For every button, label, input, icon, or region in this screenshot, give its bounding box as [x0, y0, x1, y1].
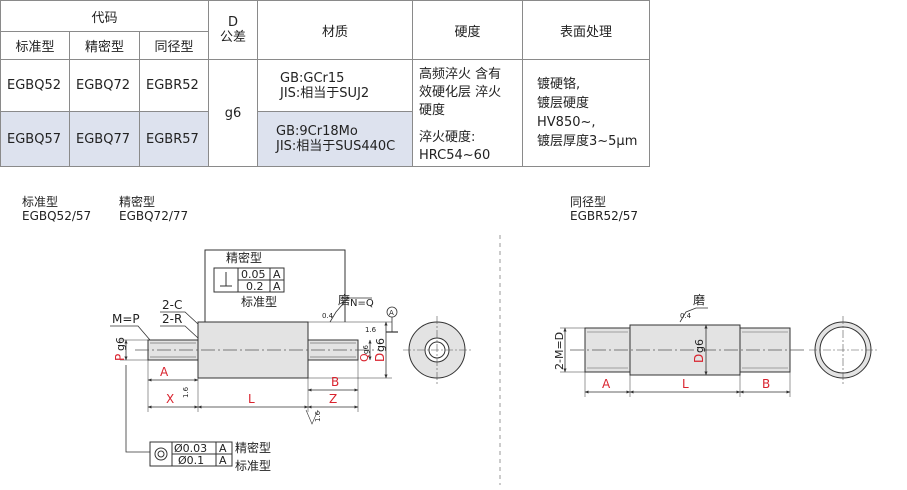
caption-same-dia-title: 同径型 — [570, 195, 607, 209]
roughness-16-left: 1.6 — [182, 386, 190, 398]
perp-datum-1: A — [273, 268, 281, 281]
material-1-gb: GB:GCr15 — [280, 70, 345, 86]
table-row: EGBQ57 EGBQ77 EGBR57 GB:9Cr18Mo JIS:相当于S… — [0, 111, 650, 167]
caption-same-dia-code: EGBR52/57 — [570, 209, 639, 223]
roughness-16-bottom: 1.6 — [314, 410, 322, 422]
dim-z-label: Z — [329, 392, 337, 406]
hardness-line-5: HRC54~60 — [419, 148, 491, 163]
standard-header: 标准型 — [0, 31, 70, 60]
perp-datum-2: A — [273, 280, 281, 293]
conc-datum-2: A — [219, 454, 227, 467]
dim-p-tol: g6 — [114, 337, 127, 351]
dim-x-label: X — [166, 392, 174, 406]
same-dia-header: 同径型 — [139, 31, 209, 60]
precision-header: 精密型 — [69, 31, 140, 60]
conc-value-2: Ø0.1 — [178, 454, 204, 467]
conc-standard-label: 标准型 — [235, 459, 271, 473]
dim-q-tol: g6 — [362, 345, 370, 354]
m-eq-p-label: M=P — [112, 312, 140, 326]
material-2-gb: GB:9Cr18Mo — [276, 124, 358, 139]
n-eq-q-label: N=Q — [350, 298, 374, 309]
caption-standard-code: EGBQ52/57 — [22, 209, 92, 223]
perpendicularity-frame — [204, 249, 346, 322]
caption-same-dia: 同径型 EGBR52/57 — [570, 195, 638, 223]
perp-precision-label: 精密型 — [226, 250, 262, 265]
dim-a-label: A — [160, 365, 169, 379]
chamfer-r-label: 2-R — [162, 312, 182, 326]
concentricity-frame — [149, 441, 233, 467]
hardness-line-1: 高频淬火 含有 — [419, 67, 502, 82]
conc-datum-1: A — [219, 442, 227, 455]
thread-lines-left — [150, 342, 356, 358]
surface-line-3: 镀层厚度3~5μm — [537, 134, 638, 149]
material-1-jis: JIS:相当于SUJ2 — [280, 85, 370, 101]
roughness-04-right: 0.4 — [680, 312, 692, 320]
grind-label-right: 磨 — [693, 293, 705, 307]
d-header-bottom: 公差 — [219, 30, 246, 45]
dim-d-label: D — [373, 353, 387, 362]
material-cell-2: GB:9Cr18Mo JIS:相当于SUS440C — [257, 111, 413, 167]
roughness-04-left: 0.4 — [322, 312, 334, 320]
hardness-line-4: 淬火硬度: — [419, 130, 476, 145]
dim-2m-label: 2-M=D — [553, 332, 566, 370]
surface-line-2: 镀层硬度HV850~, — [537, 96, 596, 130]
chamfer-c-label: 2-C — [162, 298, 182, 312]
caption-standard-title: 标准型 — [22, 195, 59, 209]
datum-a-text: A — [389, 309, 394, 317]
std-code-1: EGBQ52 — [0, 59, 70, 112]
hardness-header: 硬度 — [412, 0, 523, 60]
dim-p-label: P — [113, 354, 127, 361]
dim-q-label: Q — [358, 353, 371, 362]
dim-b-right-label: B — [762, 377, 770, 391]
thread-lines-right — [587, 331, 788, 369]
dim-l-right-label: L — [682, 377, 689, 391]
perp-value-1: 0.05 — [241, 268, 266, 281]
same-code-2: EGBR57 — [139, 111, 209, 167]
prec-code-1: EGBQ72 — [69, 59, 140, 112]
caption-standard: 标准型 EGBQ52/57 — [22, 195, 91, 223]
surface-line-1: 镀硬铬, — [537, 77, 581, 92]
code-header: 代码 — [0, 0, 209, 32]
surface-header: 表面处理 — [522, 0, 650, 60]
surface-cell: 镀硬铬, 镀层硬度HV850~, 镀层厚度3~5μm — [522, 59, 650, 167]
table-row: EGBQ52 EGBQ72 EGBR52 g6 GB:GCr15 JIS:相当于… — [0, 59, 650, 167]
roughness-16-top: 1.6 — [365, 326, 377, 334]
dim-a-right-label: A — [602, 377, 611, 391]
hardness-line-2: 效硬化层 淬火 — [419, 85, 502, 100]
dim-d-right-tol: g6 — [693, 339, 706, 353]
perp-standard-label: 标准型 — [241, 295, 277, 309]
material-header: 材质 — [257, 0, 413, 60]
caption-precision: 精密型 EGBQ72/77 — [119, 195, 188, 223]
dim-b-label: B — [331, 375, 339, 389]
hardness-line-3: 硬度 — [419, 103, 446, 118]
caption-precision-title: 精密型 — [119, 195, 156, 209]
conc-precision-label: 精密型 — [235, 440, 271, 455]
grind-label-left: 磨 — [338, 293, 350, 307]
caption-precision-code: EGBQ72/77 — [119, 209, 189, 223]
perp-value-2: 0.2 — [246, 280, 264, 293]
prec-code-2: EGBQ77 — [69, 111, 140, 167]
tolerance-cell: g6 — [208, 59, 258, 167]
dim-d-right-label: D — [692, 354, 706, 363]
dim-l-label: L — [248, 392, 255, 406]
material-cell-1: GB:GCr15 JIS:相当于SUJ2 — [257, 59, 413, 112]
spec-table: 代码 D 公差 材质 硬度 表面处理 标准型 精密型 同径型 EGBQ52 EG… — [0, 0, 650, 167]
d-header-top: D — [227, 15, 238, 30]
conc-value-1: Ø0.03 — [174, 442, 207, 455]
hardness-cell: 高频淬火 含有 效硬化层 淬火 硬度 淬火硬度: HRC54~60 — [412, 59, 523, 167]
dim-d-tol: g6 — [374, 338, 387, 352]
std-code-2: EGBQ57 — [0, 111, 70, 167]
same-code-1: EGBR52 — [139, 59, 209, 112]
material-2-jis: JIS:相当于SUS440C — [276, 139, 396, 154]
